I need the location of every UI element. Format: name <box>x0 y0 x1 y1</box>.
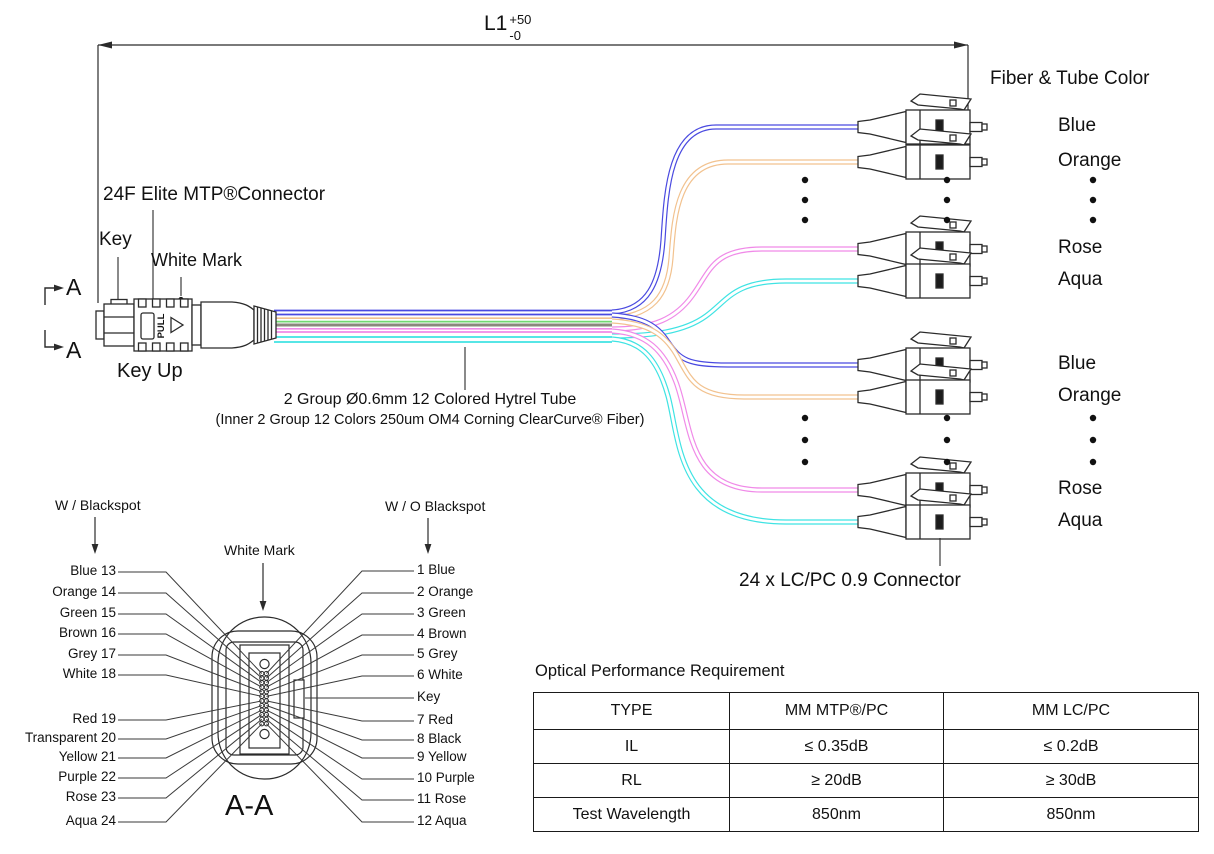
section-view-title: A-A <box>225 790 274 822</box>
mtp-front-housing <box>103 303 135 347</box>
mtp-arrow-triangle <box>170 316 185 334</box>
mtp-boot <box>200 301 255 349</box>
mtp-key-up-label: Key Up <box>117 360 183 382</box>
table-row-il-mtp: ≤ 0.35dB <box>729 729 944 764</box>
fanout-fibers <box>611 124 868 525</box>
table-row-il-lc: ≤ 0.2dB <box>943 729 1199 764</box>
table-row-rl-mtp: ≥ 20dB <box>729 763 944 798</box>
pin-label-8: 8 Black <box>417 731 462 746</box>
guide-pin-top <box>259 658 270 670</box>
guide-pin-bottom <box>259 728 270 740</box>
group1-color-aqua: Aqua <box>1058 269 1103 290</box>
section-white-mark-label: White Mark <box>224 542 295 558</box>
dimension-lines <box>97 41 969 303</box>
fiber-tube-color-title: Fiber & Tube Color <box>990 68 1150 89</box>
pin-label-12: 12 Aqua <box>417 813 467 828</box>
mtp-key-label: Key <box>99 229 132 250</box>
group2-color-rose: Rose <box>1058 478 1103 499</box>
blackspot-header: W / Blackspot <box>55 497 141 513</box>
section-marker-a-top: A <box>66 274 82 300</box>
pin-label-20: Transparent 20 <box>24 730 116 745</box>
fiber-array <box>259 670 269 727</box>
pin-label-16: Brown 16 <box>58 625 116 640</box>
tolerance-minus: -0 <box>509 28 521 44</box>
section-marker-a-bottom: A <box>66 337 82 363</box>
mtp-pull-text: PULL <box>156 313 167 339</box>
lc-connectors <box>857 93 988 540</box>
pin-label-13: Blue 13 <box>70 563 116 578</box>
pin-label-23: Rose 23 <box>65 789 116 804</box>
pin-label-5: 5 Grey <box>417 646 458 661</box>
section-arrow-bottom <box>54 343 64 351</box>
pin-label-key: Key <box>417 689 441 704</box>
section-cut-markers <box>44 284 64 351</box>
group2-color-blue: Blue <box>1058 353 1097 374</box>
pin-label-19: Red 19 <box>72 711 116 726</box>
mtp-pull-slot <box>140 312 155 340</box>
group1-color-rose: Rose <box>1058 237 1103 258</box>
pin-label-2: 2 Orange <box>417 584 474 599</box>
dimension-name: L1 <box>484 12 508 35</box>
section-view-drawing <box>91 517 432 823</box>
table-header-lc: MM LC/PC <box>943 692 1199 730</box>
optical-performance-table: TYPE MM MTP®/PC MM LC/PC IL ≤ 0.35dB ≤ 0… <box>533 692 1199 832</box>
pin-label-7: 7 Red <box>417 712 454 727</box>
table-row-wavelength-lc: 850nm <box>943 797 1199 832</box>
pin-label-15: Green 15 <box>59 605 116 620</box>
section-arrow-top <box>54 284 64 292</box>
table-row-rl-lc: ≥ 30dB <box>943 763 1199 798</box>
pin-label-3: 3 Green <box>417 605 466 620</box>
dimension-label: L1 +50 -0 <box>484 12 531 45</box>
mtp-connector-label: 24F Elite MTP®Connector <box>103 184 326 205</box>
table-row-wavelength-mtp: 850nm <box>729 797 944 832</box>
pin-label-6: 6 White <box>417 667 463 682</box>
pin-label-14: Orange 14 <box>52 584 116 599</box>
table-row-wavelength-label: Test Wavelength <box>533 797 730 832</box>
tolerance-plus: +50 <box>509 12 532 27</box>
table-header-mtp: MM MTP®/PC <box>729 692 944 730</box>
mtp-white-mark-label: White Mark <box>151 250 243 270</box>
table-title: Optical Performance Requirement <box>535 662 785 680</box>
dim-arrow-right <box>954 41 968 49</box>
group1-color-blue: Blue <box>1058 115 1097 136</box>
dim-arrow-left <box>98 41 112 49</box>
trunk-desc-line2: (Inner 2 Group 12 Colors 250um OM4 Corni… <box>215 412 645 429</box>
dimension-tolerance: +50 -0 <box>509 12 531 45</box>
table-header-type: TYPE <box>533 692 730 730</box>
group1-color-orange: Orange <box>1058 150 1122 171</box>
pin-label-24: Aqua 24 <box>65 813 116 828</box>
table-row-rl-label: RL <box>533 763 730 798</box>
mtp-connector-drawing <box>95 298 277 352</box>
group2-color-aqua: Aqua <box>1058 510 1103 531</box>
pin-label-18: White 18 <box>62 666 116 681</box>
section-key <box>293 679 305 719</box>
pin-label-1: 1 Blue <box>417 562 456 577</box>
blackspot-arrow <box>91 544 99 554</box>
pin-label-21: Yellow 21 <box>58 749 116 764</box>
mtp-collar <box>191 304 202 346</box>
white-mark-arrow <box>259 601 267 611</box>
pin-label-4: 4 Brown <box>417 626 467 641</box>
trunk-cable <box>274 309 612 343</box>
table-row-il-label: IL <box>533 729 730 764</box>
no-blackspot-header: W / O Blackspot <box>385 498 486 514</box>
no-blackspot-arrow <box>424 544 432 554</box>
pin-label-10: 10 Purple <box>417 770 475 785</box>
mtp-ferrule <box>95 310 105 340</box>
continuation-dots <box>801 176 1097 466</box>
pin-label-17: Grey 17 <box>67 646 116 661</box>
trunk-desc-line1: 2 Group Ø0.6mm 12 Colored Hytrel Tube <box>283 391 577 408</box>
trunk-description: 2 Group Ø0.6mm 12 Colored Hytrel Tube (I… <box>180 391 680 429</box>
pin-label-11: 11 Rose <box>417 791 467 806</box>
pin-label-22: Purple 22 <box>58 769 116 784</box>
section-leader-fans <box>118 570 414 823</box>
lc-connector-label: 24 x LC/PC 0.9 Connector <box>739 570 961 591</box>
pin-label-9: 9 Yellow <box>417 749 467 764</box>
group2-color-orange: Orange <box>1058 385 1122 406</box>
